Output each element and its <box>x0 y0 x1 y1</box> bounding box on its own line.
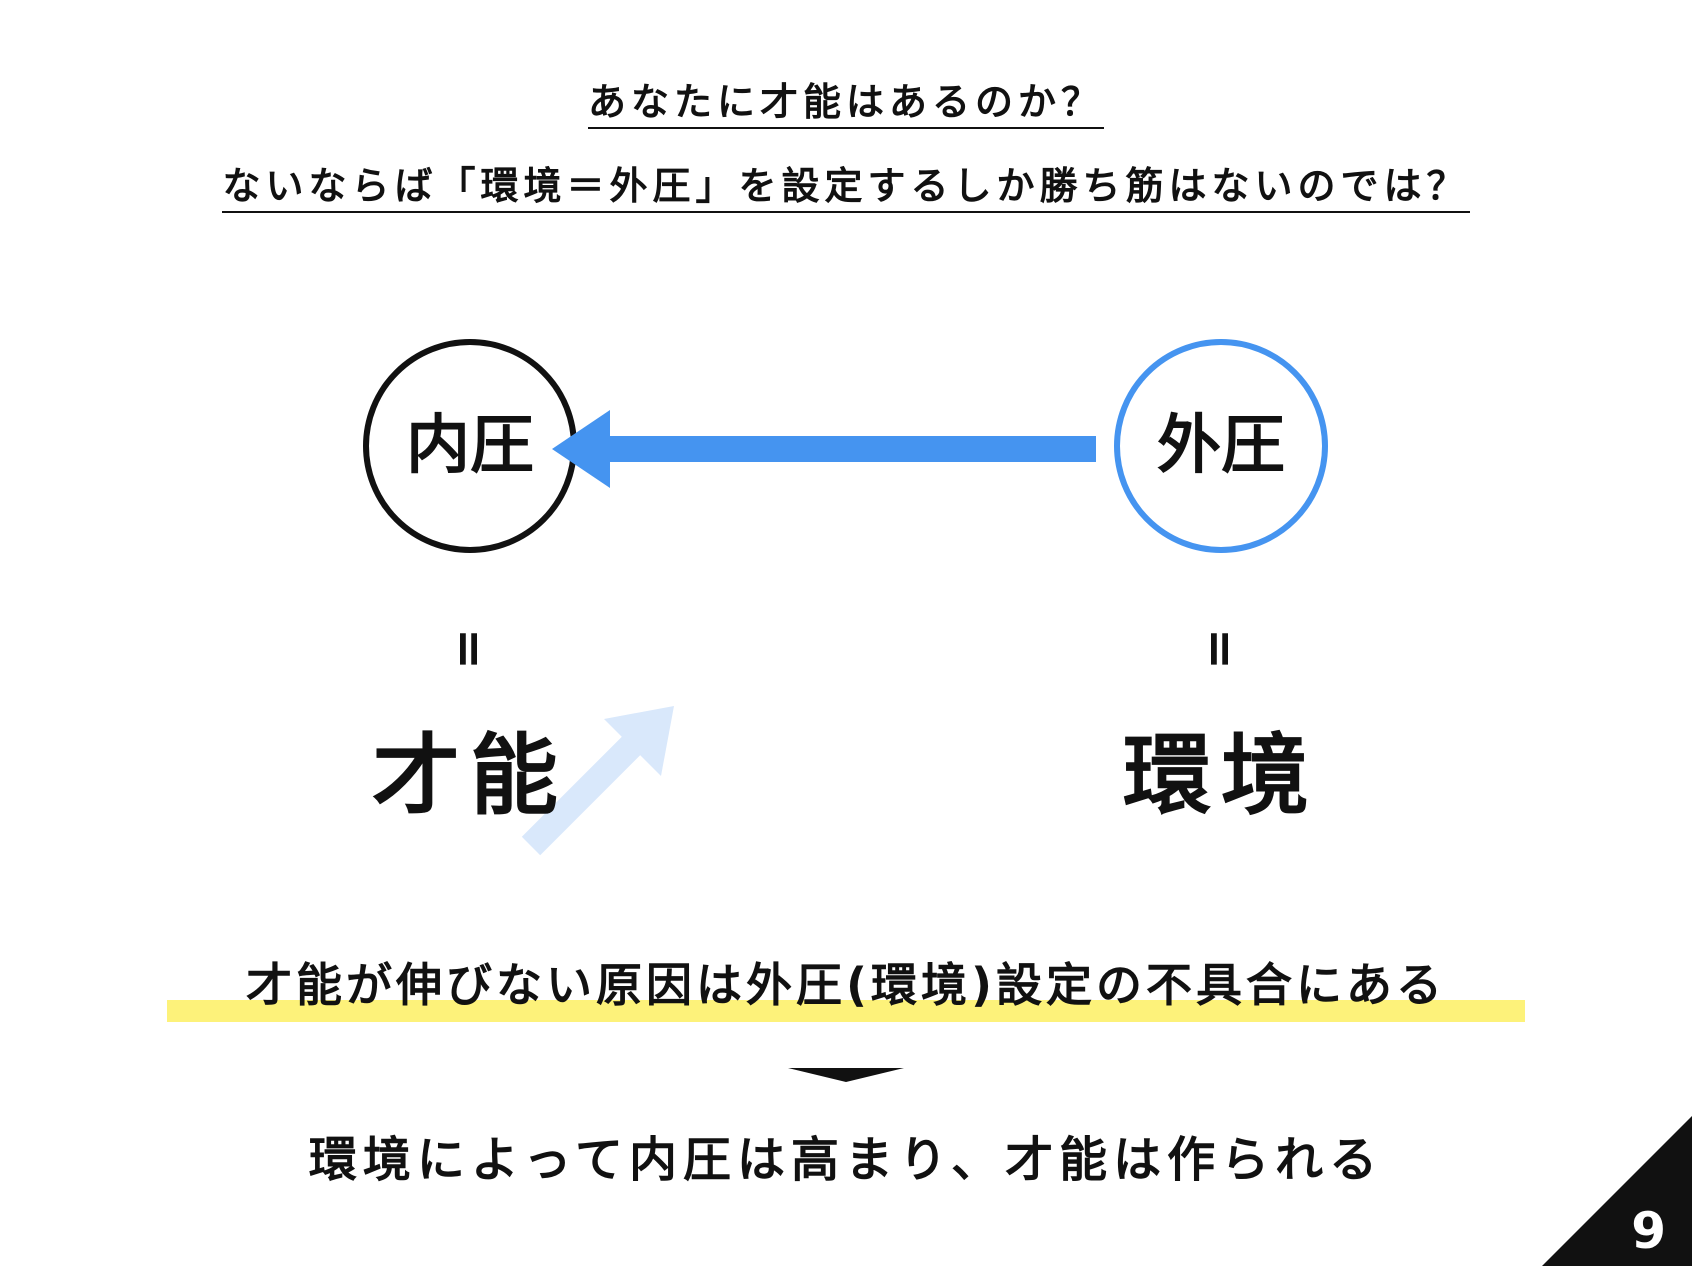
heading-subquestion-text: ないならば「環境＝外圧」を設定するしか勝ち筋はないのでは？ <box>222 164 1470 213</box>
inner-equals-sign: = <box>441 628 499 670</box>
outer-pressure-circle <box>1114 339 1328 553</box>
heading-question-text: あなたに才能はあるのか？ <box>587 80 1104 129</box>
main-arrow-shaft <box>600 436 1096 462</box>
outer-pressure-label: 外圧 <box>1157 409 1285 483</box>
growth-arrow-shaft <box>521 721 656 856</box>
highlight-statement: 才能が伸びない原因は外圧(環境)設定の不具合にある <box>245 958 1447 1012</box>
highlight-marker <box>167 1000 1525 1022</box>
environment-label: 環境 <box>1122 724 1319 827</box>
inner-pressure-label: 内圧 <box>406 409 534 483</box>
heading-subquestion: ないならば「環境＝外圧」を設定するしか勝ち筋はないのでは？ <box>0 164 1692 213</box>
heading-question: あなたに才能はあるのか？ <box>0 80 1692 129</box>
page-corner <box>1542 1116 1692 1266</box>
main-arrow-head <box>552 410 610 488</box>
growth-arrow-head <box>604 706 674 776</box>
down-arrow-icon <box>788 1068 904 1082</box>
page-number: 9 <box>1631 1202 1666 1260</box>
outer-equals-sign: = <box>1192 628 1250 670</box>
talent-label: 才能 <box>371 724 568 827</box>
conclusion-statement: 環境によって内圧は高まり、才能は作られる <box>308 1132 1384 1188</box>
